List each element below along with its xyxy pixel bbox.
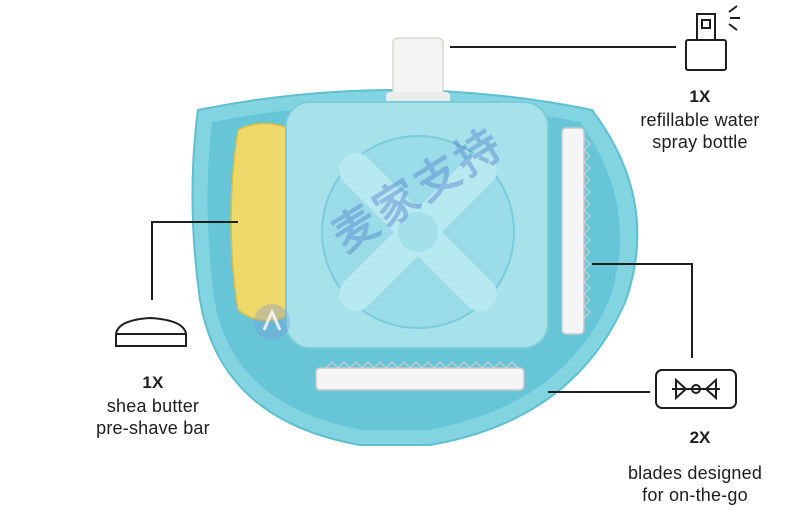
callout-blades-qty: 2X (689, 428, 711, 447)
callout-bar-line1: shea butter (106, 396, 200, 416)
razor-blade-icon (655, 369, 737, 409)
callout-blades: blades designed for on-the-go (590, 462, 800, 506)
blades-leader-line-top (592, 263, 693, 358)
bottle-compartment-lid (285, 101, 549, 349)
shea-butter-icon (115, 316, 187, 347)
callout-bottle-qty: 1X (689, 87, 711, 106)
spray-bottle-icon (685, 5, 740, 71)
callout-bottle: 1X refillable water spray bottle (600, 86, 800, 153)
razor-blade-horizontal (315, 361, 525, 391)
watermark-logo-icon (254, 304, 290, 340)
callout-bar-qty: 1X (142, 373, 164, 392)
callout-bottle-line1: refillable water (640, 110, 760, 130)
spray-bottle-nozzle (386, 37, 450, 108)
callout-blades-line2: for on-the-go (642, 485, 748, 505)
shea-butter-bar (230, 122, 289, 322)
leader-lines (151, 46, 693, 393)
callout-bar: 1X shea butter pre-shave bar (58, 372, 248, 439)
callout-bar-line2: pre-shave bar (96, 418, 210, 438)
bar-leader-line (151, 221, 238, 300)
callout-blades-line1: blades designed (627, 463, 763, 483)
razor-blade-vertical (561, 127, 591, 335)
callout-bottle-line2: spray bottle (652, 132, 748, 152)
